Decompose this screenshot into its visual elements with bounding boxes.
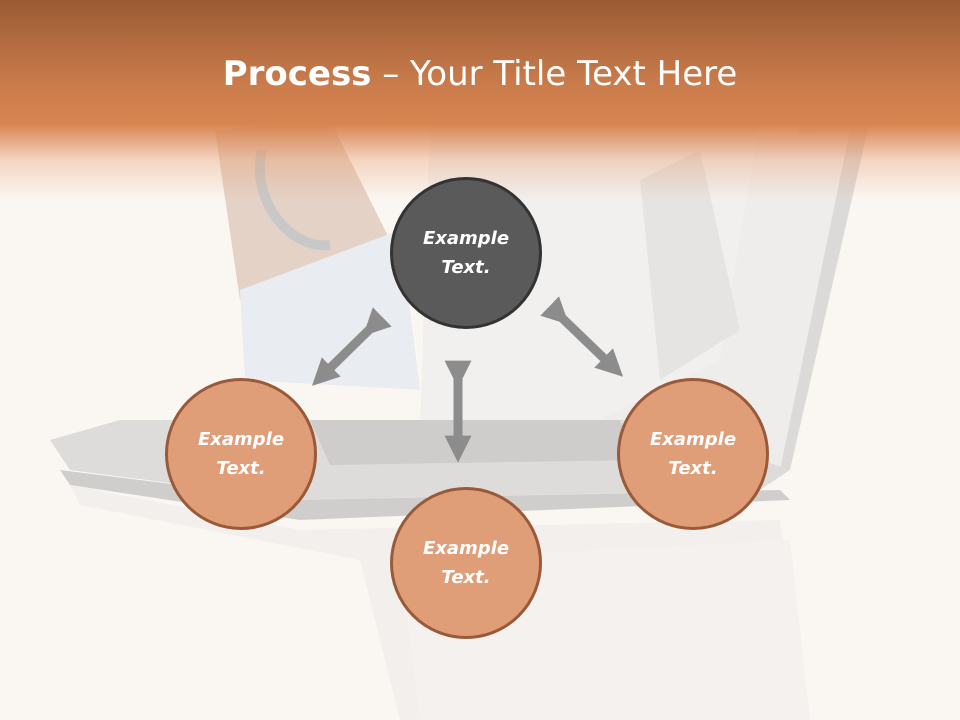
arrow-top-left [312,307,392,386]
title-rest: – Your Title Text Here [371,54,738,94]
arrow-top-right [540,296,624,377]
slide-title: Process – Your Title Text Here [0,52,960,96]
title-bold: Process [222,54,372,94]
title-band [0,0,960,200]
